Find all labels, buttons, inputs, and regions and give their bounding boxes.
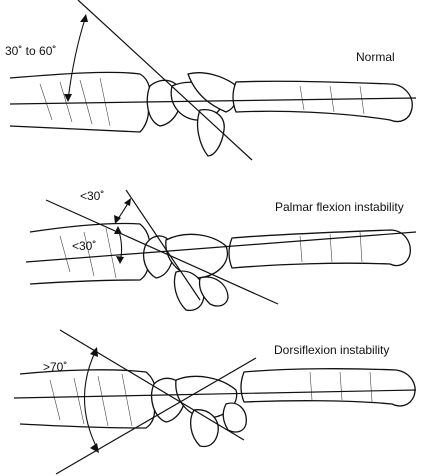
arrowhead xyxy=(90,443,99,453)
trapezium-bone xyxy=(196,109,225,157)
panel-normal: 30˚ to 60˚ Normal xyxy=(5,0,417,161)
carpal-bone xyxy=(198,276,229,307)
radius-shading xyxy=(59,227,117,279)
metacarpal-bone xyxy=(232,80,413,123)
radial-axis-line xyxy=(9,97,417,105)
panel-title: Normal xyxy=(356,50,395,64)
angle-arc xyxy=(83,349,99,451)
radial-axis-line xyxy=(13,389,417,399)
arrowhead xyxy=(114,226,122,234)
panel-palmar-flexion-instability: <30˚ <30˚ Palmar flexion instability xyxy=(25,189,417,312)
panel-dorsiflexion-instability: >70˚ Dorsiflexion instability xyxy=(13,329,417,475)
panel-title: Palmar flexion instability xyxy=(275,200,404,214)
angle-label: 30˚ to 60˚ xyxy=(5,44,56,58)
radius-shading xyxy=(49,373,133,427)
scaphoid-axis-line xyxy=(77,0,253,161)
angle-label-upper: <30˚ xyxy=(80,189,104,203)
trapezium-bone xyxy=(189,409,219,448)
capitate-axis-line xyxy=(125,189,201,301)
arrowhead xyxy=(64,94,72,102)
panel-title: Dorsiflexion instability xyxy=(274,343,389,357)
metacarpal-shading xyxy=(309,371,373,403)
lunate-axis-line xyxy=(45,199,279,305)
capitate-bone xyxy=(165,233,228,279)
metacarpal-bone xyxy=(240,368,416,407)
arrowhead xyxy=(90,347,98,357)
lunate-axis-line xyxy=(59,329,245,441)
angle-label-lower: <30˚ xyxy=(72,239,96,253)
arrowhead xyxy=(116,256,124,264)
angle-label: >70˚ xyxy=(43,360,67,374)
arrowhead xyxy=(114,215,121,224)
angle-arc xyxy=(67,15,87,101)
radius-bone xyxy=(19,369,157,429)
capitate-axis-line xyxy=(55,357,257,475)
arrowhead xyxy=(124,198,131,206)
trapezium-bone xyxy=(173,270,205,312)
arrowhead xyxy=(80,14,88,22)
metacarpal-bone xyxy=(228,229,411,269)
radial-axis-line xyxy=(25,231,417,263)
carpal-bone xyxy=(222,402,247,433)
radius-shading xyxy=(39,77,111,127)
